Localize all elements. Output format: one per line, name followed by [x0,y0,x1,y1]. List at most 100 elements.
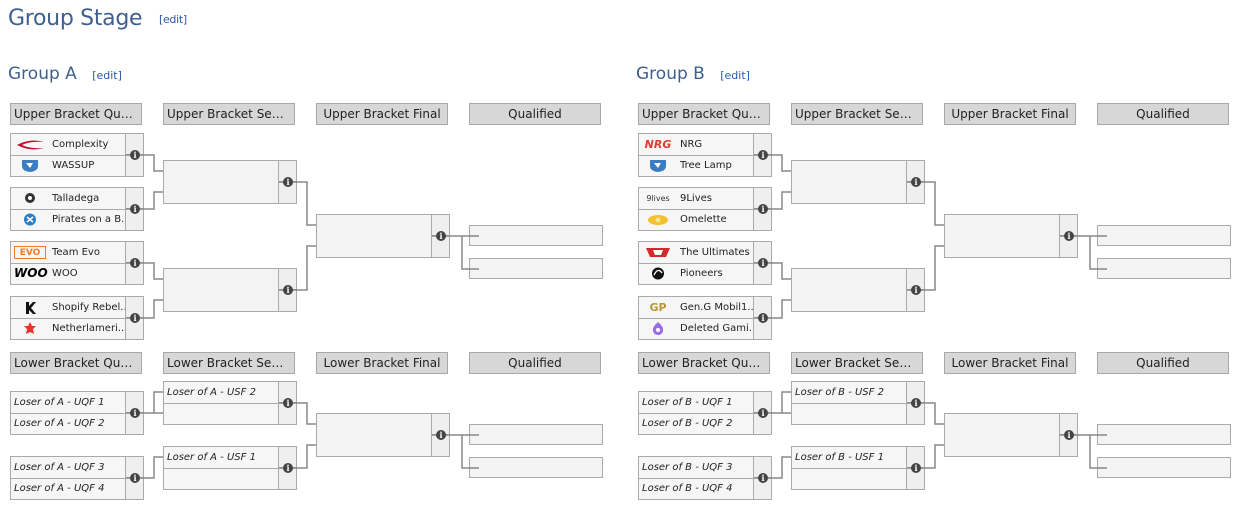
score-cell [278,403,296,424]
info-icon[interactable]: i [911,463,921,473]
score-cell [125,413,143,434]
complexity-logo-icon [14,138,46,151]
team-name: WOO [52,268,78,279]
info-icon[interactable]: i [130,258,140,268]
match-team-row[interactable]: Loser of B - UQF 2 [642,418,733,429]
match-team-row[interactable]: Loser of A - UQF 3 [11,457,125,479]
match-lqf-2: Loser of A - UQF 3 Loser of A - UQF 4 [10,456,144,500]
match-team-row[interactable]: Loser of A - UQF 1 [11,392,125,414]
connector-line [754,191,791,210]
talladega-logo-icon [14,192,46,205]
info-icon[interactable]: i [130,408,140,418]
match-team-row[interactable]: WOO WOO [11,263,125,284]
match-team-row[interactable]: Loser of B - USF 2 [792,382,906,404]
connector-line [126,456,163,479]
connector-line [754,456,791,479]
info-icon[interactable]: i [283,398,293,408]
match-team-row[interactable]: Loser of A - UQF 2 [14,418,105,429]
match-team-row[interactable] [945,435,1059,456]
header-upper-quarterfinals: Upper Bracket Quart... [10,103,142,125]
match-team-row[interactable]: Netherlameri... [11,318,125,339]
team-name: Complexity [52,139,109,150]
match-team-row[interactable] [792,182,906,203]
connector-line [907,181,944,226]
score-cell [906,468,924,489]
match-team-row[interactable] [164,182,278,203]
match-team-row[interactable] [792,290,906,311]
score-cell [906,182,924,203]
match-usf-2 [163,268,297,312]
match-team-row[interactable]: Loser of A - UQF 4 [14,483,105,494]
score-cell [125,263,143,284]
match-team-row[interactable]: Talladega [11,188,125,210]
match-team-row[interactable]: Pioneers [639,263,753,284]
info-icon[interactable]: i [130,313,140,323]
match-team-row[interactable]: Deleted Gami... [639,318,753,339]
info-icon[interactable]: i [436,430,446,440]
match-team-row[interactable]: Pirates on a B... [11,209,125,230]
header-upper-semifinals: Upper Bracket Semifi... [163,103,295,125]
info-icon[interactable]: i [911,177,921,187]
info-icon[interactable]: i [436,231,446,241]
info-icon[interactable]: i [911,285,921,295]
match-lqf-1: Loser of B - UQF 1 Loser of B - UQF 2 [638,391,772,435]
team-name: Omelette [680,214,727,225]
info-icon[interactable]: i [283,463,293,473]
match-team-row[interactable]: Loser of B - USF 1 [792,447,906,469]
match-team-row[interactable]: Loser of B - UQF 1 [639,392,753,414]
info-icon[interactable]: i [758,150,768,160]
header-lower-semifinals: Lower Bracket Semifi... [791,352,923,374]
connector-line [279,444,316,469]
match-usf-1 [791,160,925,204]
connector-line [279,245,316,291]
match-team-row[interactable]: Loser of B - UQF 3 [639,457,753,479]
info-icon[interactable]: i [758,204,768,214]
match-lsf-2: Loser of A - USF 1 [163,446,297,490]
group-a-edit-link[interactable]: [edit] [92,69,122,82]
match-team-row[interactable] [317,435,431,456]
info-icon[interactable]: i [1064,231,1074,241]
connector-line [461,236,479,270]
info-icon[interactable]: i [1064,430,1074,440]
match-team-row[interactable]: Tree Lamp [639,155,753,176]
info-icon[interactable]: i [130,150,140,160]
match-team-row[interactable] [164,290,278,311]
group-a-title: Group A [edit] [8,64,122,84]
match-lbf [944,413,1078,457]
connector-line [461,435,479,469]
match-team-row[interactable]: Complexity [11,134,125,156]
score-cell [278,182,296,203]
match-team-row[interactable]: Loser of B - UQF 4 [642,483,733,494]
info-icon[interactable]: i [758,473,768,483]
match-team-row[interactable]: Shopify Rebel... [11,297,125,319]
match-team-row[interactable]: The Ultimates [639,242,753,264]
match-team-row[interactable] [317,236,431,257]
match-team-row[interactable]: Loser of A - USF 1 [164,447,278,469]
info-icon[interactable]: i [283,177,293,187]
match-team-row[interactable]: WASSUP [11,155,125,176]
group-b-edit-link[interactable]: [edit] [720,69,750,82]
page-edit-link[interactable]: [edit] [158,12,187,26]
score-cell [1059,435,1077,456]
match-team-row[interactable]: Loser of A - USF 2 [164,382,278,404]
info-icon[interactable]: i [283,285,293,295]
match-uqf-1: Complexity WASSUP [10,133,144,177]
team-name: The Ultimates [680,247,750,258]
info-icon[interactable]: i [911,398,921,408]
info-icon[interactable]: i [758,408,768,418]
info-icon[interactable]: i [130,473,140,483]
9lives-logo-icon: 9lives [646,194,670,203]
match-team-row[interactable]: Omelette [639,209,753,230]
match-team-row[interactable] [945,236,1059,257]
connector-line [754,299,791,319]
info-icon[interactable]: i [758,313,768,323]
woo-logo-icon: WOO [14,266,48,280]
info-icon[interactable]: i [130,204,140,214]
info-icon[interactable]: i [758,258,768,268]
pirates-logo-icon [14,213,46,226]
